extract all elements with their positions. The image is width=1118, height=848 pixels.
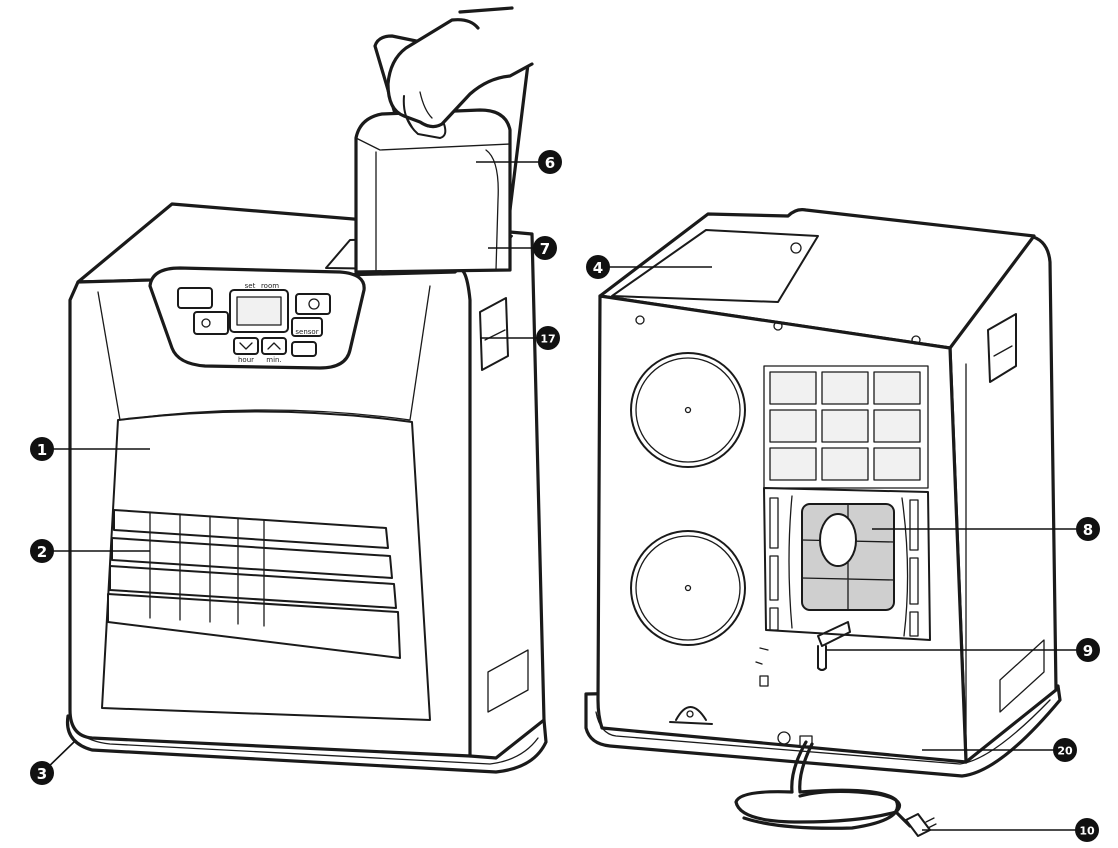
- panel-hour-label: hour: [238, 356, 254, 364]
- callout-4: 4: [586, 255, 610, 279]
- rear-knob: [669, 706, 713, 725]
- svg-text:8: 8: [1083, 521, 1093, 539]
- panel-button-eco[interactable]: [291, 341, 317, 357]
- leader-lines: [41, 161, 1088, 831]
- panel-button-timer[interactable]: [193, 311, 229, 335]
- callout-20: 20: [1053, 738, 1077, 762]
- water-tank: [354, 108, 512, 274]
- svg-text:3: 3: [37, 765, 47, 783]
- rear-top-cover: [611, 229, 819, 303]
- front-grille: [107, 509, 401, 659]
- svg-text:2: 2: [37, 543, 47, 561]
- svg-text:17: 17: [540, 333, 555, 346]
- svg-text:1: 1: [37, 441, 47, 459]
- callout-badges: 1 2 3 4 6 7 17 8: [30, 150, 1100, 842]
- panel-button-hour-down[interactable]: [233, 337, 259, 355]
- callout-2: 2: [30, 539, 54, 563]
- svg-text:20: 20: [1057, 745, 1073, 758]
- power-icon: [308, 298, 320, 310]
- rear-heater: [584, 208, 1062, 778]
- callout-6: 6: [538, 150, 562, 174]
- rear-side-handle: [987, 313, 1017, 383]
- callout-1: 1: [30, 437, 54, 461]
- front-main-panel: [101, 410, 431, 721]
- front-side-handle: [479, 297, 509, 371]
- svg-text:9: 9: [1083, 642, 1093, 660]
- svg-text:4: 4: [593, 259, 603, 277]
- svg-text:6: 6: [545, 154, 555, 172]
- panel-button-power[interactable]: [295, 293, 331, 315]
- svg-text:7: 7: [540, 240, 550, 258]
- panel-set-label: set: [245, 282, 256, 290]
- panel-min-label: min.: [266, 356, 281, 364]
- callout-9: 9: [1076, 638, 1100, 662]
- panel-button-fan[interactable]: [177, 287, 213, 309]
- callout-8: 8: [1076, 517, 1100, 541]
- rear-vent-grid: [763, 365, 929, 489]
- front-heater: set room hour min. sensor: [65, 6, 548, 774]
- clock-icon: [201, 318, 211, 328]
- callout-10: 10: [1075, 818, 1099, 842]
- callout-7: 7: [533, 236, 557, 260]
- callout-17: 17: [536, 326, 560, 350]
- hand: [386, 6, 534, 129]
- panel-button-sensor[interactable]: [291, 317, 323, 337]
- power-plug: [905, 813, 931, 837]
- callout-3: 3: [30, 761, 54, 785]
- filter-tab: [817, 621, 851, 671]
- panel-button-min-up[interactable]: [261, 337, 287, 355]
- control-panel: set room hour min. sensor: [177, 282, 331, 364]
- rear-circle-top: [630, 352, 746, 468]
- panel-room-label: room: [261, 282, 279, 290]
- air-filter-frame: [763, 487, 931, 641]
- rear-circle-bottom: [630, 530, 746, 646]
- svg-text:10: 10: [1079, 825, 1095, 838]
- air-filter: [801, 503, 895, 611]
- panel-sensor-label: sensor: [295, 328, 318, 336]
